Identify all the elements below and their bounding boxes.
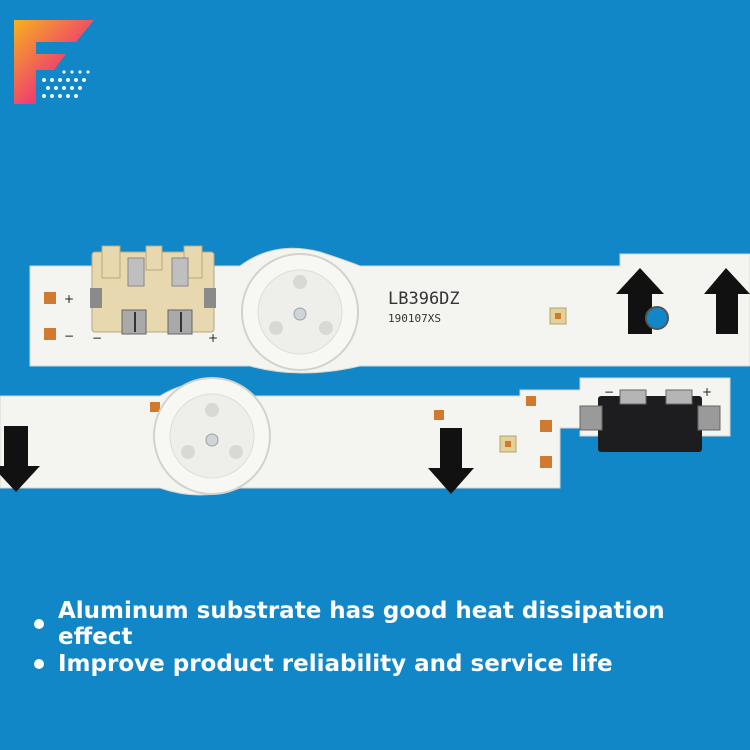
feature-item: Improve product reliability and service … (30, 644, 730, 684)
led-strip-bottom: − + (0, 377, 731, 496)
feature-text: Aluminum substrate has good heat dissipa… (58, 598, 665, 650)
feature-item: Aluminum substrate has good heat dissipa… (30, 598, 730, 650)
model-code-label: LB396DZ (388, 289, 460, 309)
polarity-plus: + (208, 331, 218, 345)
polarity-plus: + (64, 292, 74, 306)
bullet-dot-icon (34, 659, 44, 669)
solder-pad (150, 402, 160, 412)
date-code-label: 190107XS (388, 312, 441, 325)
feature-list: Aluminum substrate has good heat dissipa… (30, 598, 730, 684)
logo-letter-f-shape (14, 20, 94, 104)
led-lens (241, 253, 359, 371)
polarity-minus: − (64, 329, 74, 343)
polarity-minus: − (92, 331, 102, 345)
logo-dot-pattern (42, 70, 90, 98)
direction-arrow-up (704, 268, 750, 334)
mounting-hole (645, 306, 669, 330)
solder-pad (44, 292, 56, 304)
solder-pad (540, 456, 552, 468)
polarity-minus: − (604, 385, 614, 399)
led-lens (153, 377, 271, 495)
solder-pad (44, 328, 56, 340)
led-strip-top: + − − + LB396DZ 19010 (29, 245, 750, 374)
direction-arrow-down (0, 426, 40, 492)
bullet-dot-icon (34, 619, 44, 629)
wire-connector (90, 245, 216, 335)
feature-text: Improve product reliability and service … (58, 651, 613, 677)
solder-pad (434, 410, 444, 420)
brand-logo (14, 20, 94, 104)
led-strip-photo: + − − + LB396DZ 19010 (0, 245, 750, 496)
solder-pad (540, 420, 552, 432)
black-connector (579, 389, 721, 452)
polarity-plus: + (702, 385, 712, 399)
solder-pad (526, 396, 536, 406)
direction-arrow-down (428, 428, 474, 494)
